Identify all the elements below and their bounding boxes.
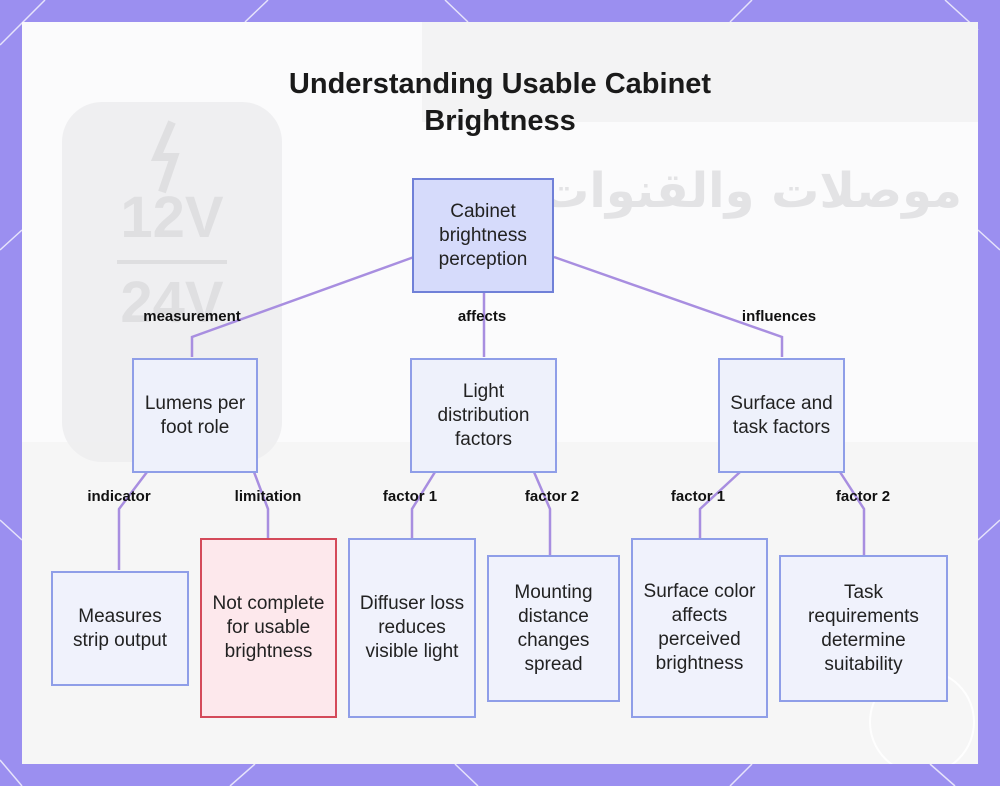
edge-label-limitation: limitation	[234, 488, 302, 505]
connectors	[117, 255, 866, 570]
diagram-title: Understanding Usable Cabinet Brightness	[288, 68, 712, 137]
node-task-requirements: Task requirements determine suitability	[779, 555, 948, 702]
edge-factor2b	[838, 471, 866, 555]
edge-limitation	[252, 471, 270, 538]
bg-12v-text: 12V	[120, 185, 224, 250]
node-mounting-distance: Mounting distance changes spread	[487, 555, 620, 702]
node-cabinet-brightness-perception: Cabinet brightness perception	[412, 178, 554, 293]
node-not-complete: Not complete for usable brightness	[200, 538, 337, 718]
edge-influences	[553, 255, 784, 357]
edge-label-measurement: measurement	[143, 308, 241, 325]
edge-factor2a	[532, 471, 552, 555]
node-surface-color: Surface color affects perceived brightne…	[631, 538, 768, 718]
bg-24v-text: 24V	[120, 270, 224, 335]
edge-factor1a	[410, 471, 437, 538]
node-lumens-per-foot-role: Lumens per foot role	[132, 358, 258, 473]
edge-factor1b	[698, 471, 741, 538]
node-surface-and-task-factors: Surface and task factors	[718, 358, 845, 473]
node-measures-strip-output: Measures strip output	[51, 571, 189, 686]
edge-label-factor2-surface: factor 2	[835, 488, 891, 505]
node-light-distribution-factors: Light distribution factors	[410, 358, 557, 473]
edge-indicator	[117, 471, 148, 570]
edge-label-affects: affects	[457, 308, 507, 325]
edge-label-factor1-surface: factor 1	[670, 488, 726, 505]
edge-label-factor1-light: factor 1	[382, 488, 438, 505]
edge-label-factor2-light: factor 2	[524, 488, 580, 505]
edge-label-influences: influences	[741, 308, 817, 325]
diagram-card: 12V 24V موصلات والقنوات Understanding Us…	[22, 22, 978, 764]
edge-label-indicator: indicator	[87, 488, 151, 505]
bg-arabic-text: موصلات والقنوات	[541, 163, 962, 219]
node-diffuser-loss: Diffuser loss reduces visible light	[348, 538, 476, 718]
edge-measurement	[190, 255, 415, 357]
